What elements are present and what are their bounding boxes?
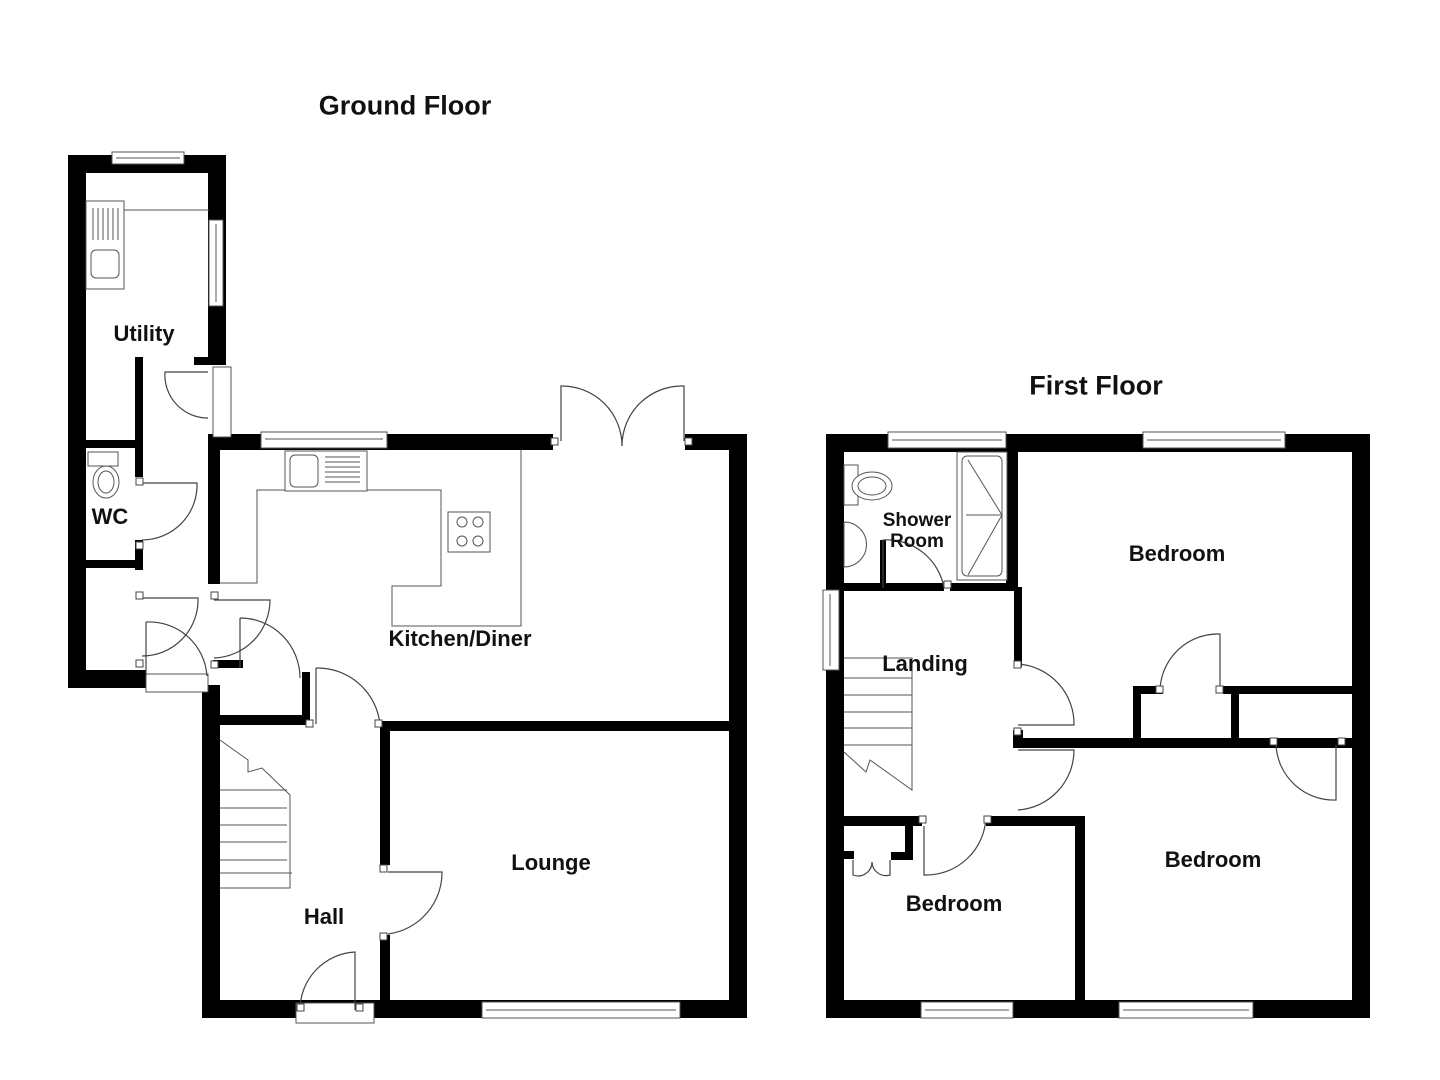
room-label-utility: Utility [113, 321, 175, 346]
room-label-bedroom-front-left: Bedroom [905, 891, 1003, 916]
shower-room-line2: Room [890, 531, 944, 552]
first-floor-walls [826, 434, 1370, 1018]
ground-floor-doors [135, 371, 693, 1012]
ground-floor-fixtures [85, 200, 522, 889]
room-label-bedroom-front-right: Bedroom [1164, 847, 1262, 872]
first-floor-doors [852, 539, 1346, 877]
room-label-shower-room: Shower Room [883, 510, 952, 552]
room-label-landing: Landing [882, 651, 968, 676]
ground-floor-title: Ground Floor [318, 90, 492, 121]
ground-floor-windows [111, 151, 681, 1024]
room-label-kitchen-diner: Kitchen/Diner [388, 626, 532, 651]
first-floor-windows [822, 431, 1286, 1019]
room-label-bedroom-rear: Bedroom [1128, 541, 1226, 566]
first-floor-fixtures [843, 451, 1008, 791]
shower-room-line1: Shower [882, 510, 952, 531]
room-label-lounge: Lounge [511, 850, 591, 875]
room-label-wc: WC [91, 504, 129, 529]
first-floor-title: First Floor [1029, 370, 1163, 401]
room-label-hall: Hall [303, 904, 345, 929]
